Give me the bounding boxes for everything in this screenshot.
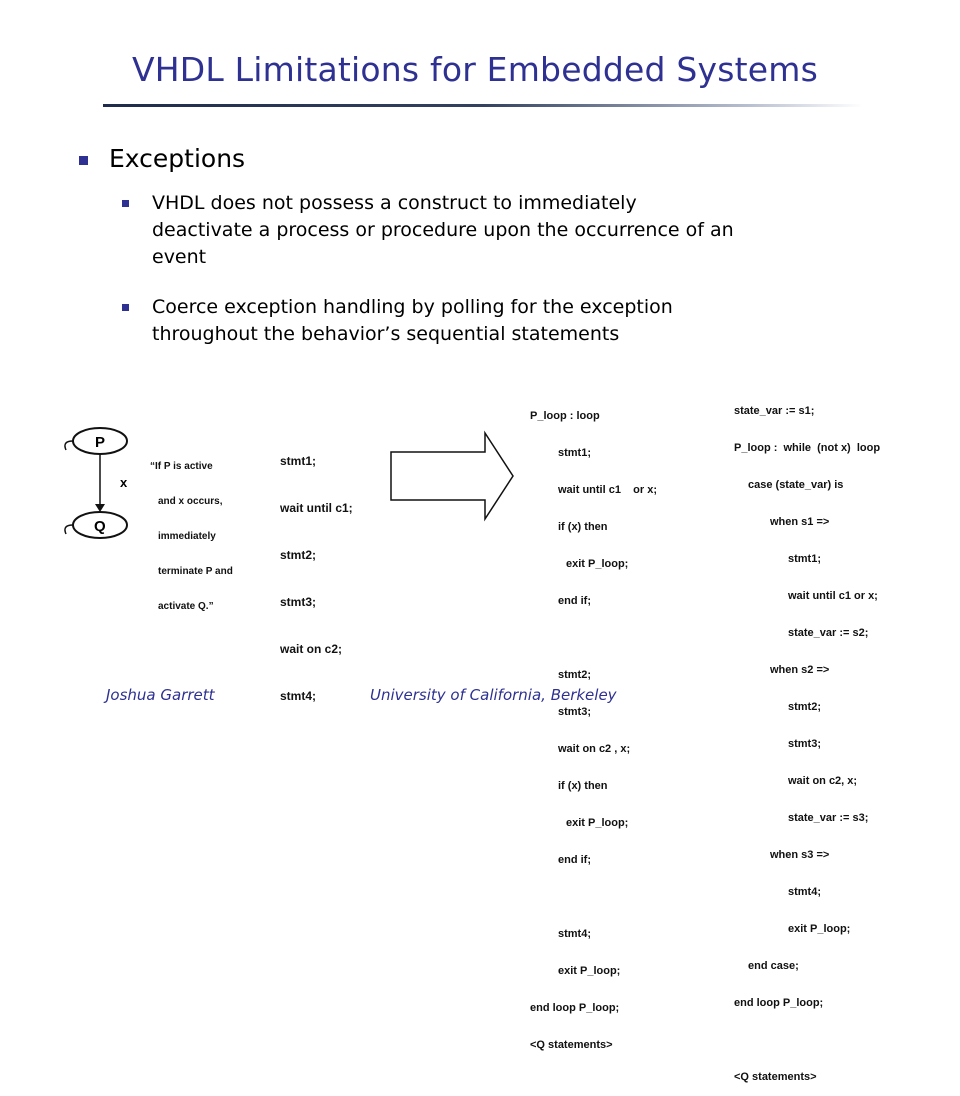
code-line: stmt4;: [280, 689, 317, 703]
code-line: [530, 891, 657, 904]
edge-label: x: [120, 475, 128, 490]
code-line: stmt1;: [558, 447, 592, 459]
code-line: state_var := s3;: [788, 812, 869, 824]
code-line: state_var := s2;: [788, 627, 869, 639]
code-line: when s1 =>: [770, 516, 830, 528]
note-line: immediately: [158, 531, 216, 542]
bullet-marker: [79, 156, 88, 165]
sub-bullet-1: VHDL does not possess a construct to imm…: [152, 190, 734, 271]
sub-bullet-2-line: throughout the behavior’s sequential sta…: [152, 323, 620, 345]
code-line: case (state_var) is: [748, 479, 844, 491]
entry-arrow: [64, 524, 74, 535]
code-line: stmt2;: [280, 548, 317, 562]
code-line: end if;: [558, 854, 591, 866]
code-line: P_loop : loop: [530, 410, 600, 422]
code-line: end loop P_loop;: [530, 1002, 620, 1014]
code-line: wait until c1;: [280, 501, 353, 515]
code-line: <Q statements>: [734, 1071, 817, 1083]
code-line: state_var := s1;: [734, 405, 815, 417]
code-line: [734, 1034, 880, 1047]
transform-arrow-icon: [390, 430, 514, 522]
sub-bullet-1-line: event: [152, 246, 207, 268]
sub-bullet-1-line: deactivate a process or procedure upon t…: [152, 219, 734, 241]
code-line: stmt3;: [280, 595, 317, 609]
code-line: wait on c2, x;: [788, 775, 858, 787]
code-line: P_loop : while (not x) loop: [734, 442, 881, 454]
arrowhead: [95, 504, 105, 512]
code-line: exit P_loop;: [788, 923, 851, 935]
note-line: activate Q.”: [158, 601, 214, 612]
sub-bullet-marker: [122, 304, 129, 311]
state-p-label: P: [95, 434, 105, 451]
sub-bullet-2: Coerce exception handling by polling for…: [152, 294, 673, 348]
code-line: end if;: [558, 595, 591, 607]
state-var-code: state_var := s1; P_loop : while (not x) …: [734, 381, 880, 1096]
code-line: end loop P_loop;: [734, 997, 824, 1009]
code-line: when s3 =>: [770, 849, 830, 861]
code-line: stmt3;: [788, 738, 822, 750]
code-line: if (x) then: [558, 521, 608, 533]
code-line: stmt1;: [280, 454, 317, 468]
code-line: stmt2;: [558, 669, 592, 681]
code-line: if (x) then: [558, 780, 608, 792]
code-line: [530, 632, 657, 645]
entry-arrow: [64, 440, 74, 451]
code-line: <Q statements>: [530, 1039, 613, 1051]
sub-bullet-2-line: Coerce exception handling by polling for…: [152, 296, 673, 318]
state-q-label: Q: [94, 518, 106, 535]
code-line: exit P_loop;: [566, 817, 629, 829]
code-line: wait until c1 or x;: [788, 590, 878, 602]
footer-institution: University of California, Berkeley: [370, 686, 617, 704]
bullet-heading: Exceptions: [109, 144, 246, 173]
footer-author: Joshua Garrett: [106, 686, 215, 704]
note-line: and x occurs,: [158, 496, 223, 507]
sub-bullet-1-line: VHDL does not possess a construct to imm…: [152, 192, 637, 214]
code-line: stmt3;: [558, 706, 592, 718]
code-line: stmt1;: [788, 553, 822, 565]
code-line: exit P_loop;: [566, 558, 629, 570]
code-line: wait until c1 or x;: [558, 484, 658, 496]
original-code: stmt1; wait until c1; stmt2; stmt3; wait…: [280, 424, 353, 720]
state-diagram: P Q x: [64, 427, 128, 539]
title-underline: [103, 104, 863, 107]
code-line: when s2 =>: [770, 664, 830, 676]
code-line: end case;: [748, 960, 799, 972]
code-line: wait on c2 , x;: [558, 743, 631, 755]
slide-title: VHDL Limitations for Embedded Systems: [132, 50, 818, 89]
code-line: stmt4;: [558, 928, 592, 940]
note-line: “If P is active: [150, 461, 213, 472]
code-line: exit P_loop;: [558, 965, 621, 977]
code-line: wait on c2;: [280, 642, 343, 656]
note-line: terminate P and: [158, 566, 233, 577]
sub-bullet-marker: [122, 200, 129, 207]
code-line: stmt2;: [788, 701, 822, 713]
code-line: stmt4;: [788, 886, 822, 898]
polling-code: P_loop : loop stmt1; wait until c1 or x;…: [530, 386, 657, 1064]
note-text: “If P is active and x occurs, immediatel…: [150, 438, 233, 624]
